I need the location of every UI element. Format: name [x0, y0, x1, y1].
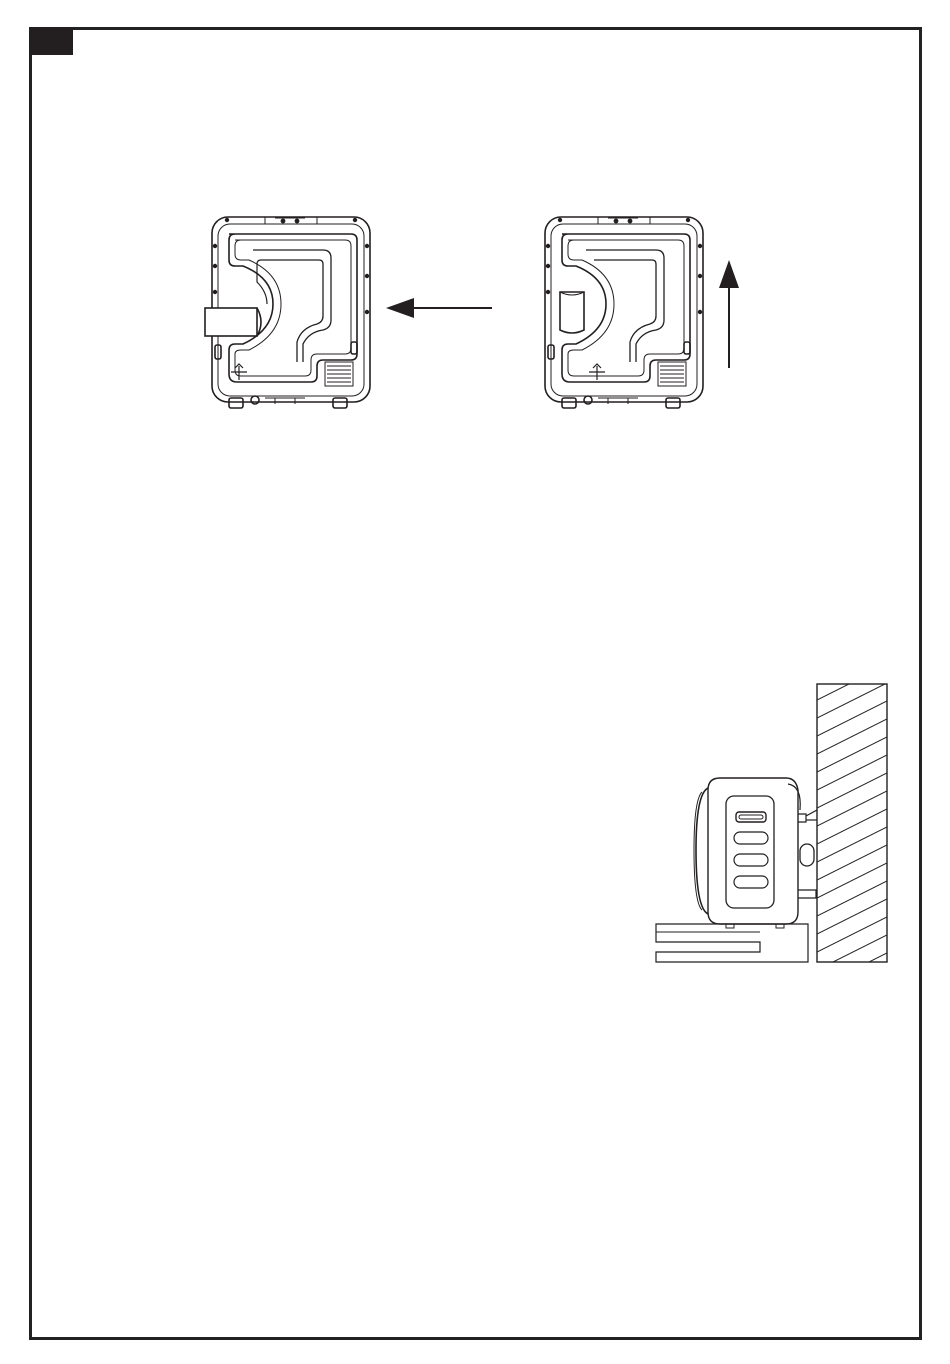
dryer-side-view-icon — [650, 680, 895, 970]
dryer-rear-panel-icon — [205, 212, 377, 412]
arrow-left-icon — [380, 290, 500, 326]
section-tab — [29, 27, 73, 55]
arrow-up-icon — [712, 258, 746, 370]
dryer-rear-panel-icon — [538, 212, 710, 412]
